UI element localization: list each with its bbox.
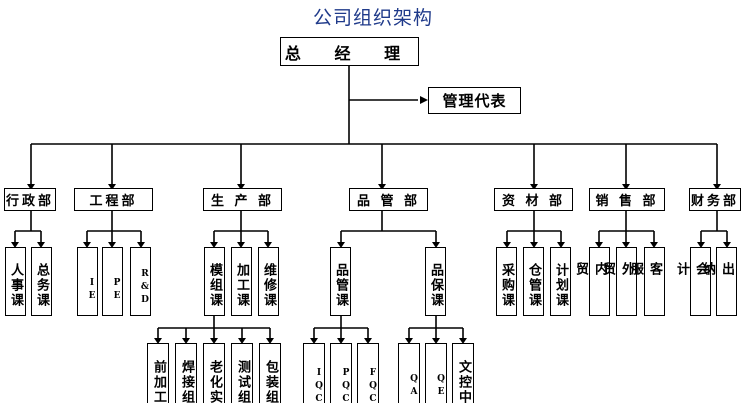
chart-title: 公司组织架构 — [312, 7, 433, 29]
group-fqc: FQC — [357, 343, 379, 403]
dept-quality: 品 管 部 — [349, 188, 428, 211]
dept-materials: 资 材 部 — [494, 188, 573, 211]
group-pre-processing: 前加工 — [147, 343, 169, 403]
section-ie: IE — [77, 247, 98, 316]
dept-production: 生 产 部 — [203, 188, 282, 211]
management-rep-box: 管理代表 — [428, 87, 521, 114]
dept-sales: 销 售 部 — [589, 188, 665, 211]
section-mold: 模组课 — [204, 247, 225, 316]
section-purchasing: 采购课 — [496, 247, 517, 316]
dept-engineering: 工程部 — [74, 188, 153, 211]
section-qc: 品管课 — [330, 247, 351, 316]
section-customer-service: 客服 — [628, 247, 665, 316]
dept-finance: 财务部 — [689, 188, 741, 211]
section-processing: 加工课 — [231, 247, 252, 316]
group-qa: QA — [398, 343, 420, 403]
section-domestic-trade: 内贸 — [573, 247, 610, 316]
section-planning: 计划课 — [550, 247, 571, 316]
section-hr: 人事课 — [5, 247, 26, 316]
group-testing: 测试组 — [231, 343, 253, 403]
section-qa: 品保课 — [425, 247, 446, 316]
group-qe: QE — [425, 343, 447, 403]
section-general-affairs: 总务课 — [31, 247, 52, 316]
group-pqc: PQC — [330, 343, 352, 403]
section-maintenance: 维修课 — [258, 247, 279, 316]
section-warehouse: 仓管课 — [523, 247, 544, 316]
section-cashier: 出纳 — [700, 247, 737, 316]
group-aging: 老化实 — [203, 343, 225, 403]
section-pe: PE — [102, 247, 123, 316]
group-iqc: IQC — [303, 343, 325, 403]
ceo-box: 总 经 理 — [280, 37, 419, 66]
section-accounting: 会计 — [674, 247, 711, 316]
group-welding: 焊接组 — [175, 343, 197, 403]
section-foreign-trade: 外贸 — [600, 247, 637, 316]
dept-admin: 行政部 — [4, 188, 56, 211]
group-document-control: 文控中 — [452, 343, 474, 403]
section-rd: R&D — [130, 247, 151, 316]
group-packing: 包装组 — [259, 343, 281, 403]
